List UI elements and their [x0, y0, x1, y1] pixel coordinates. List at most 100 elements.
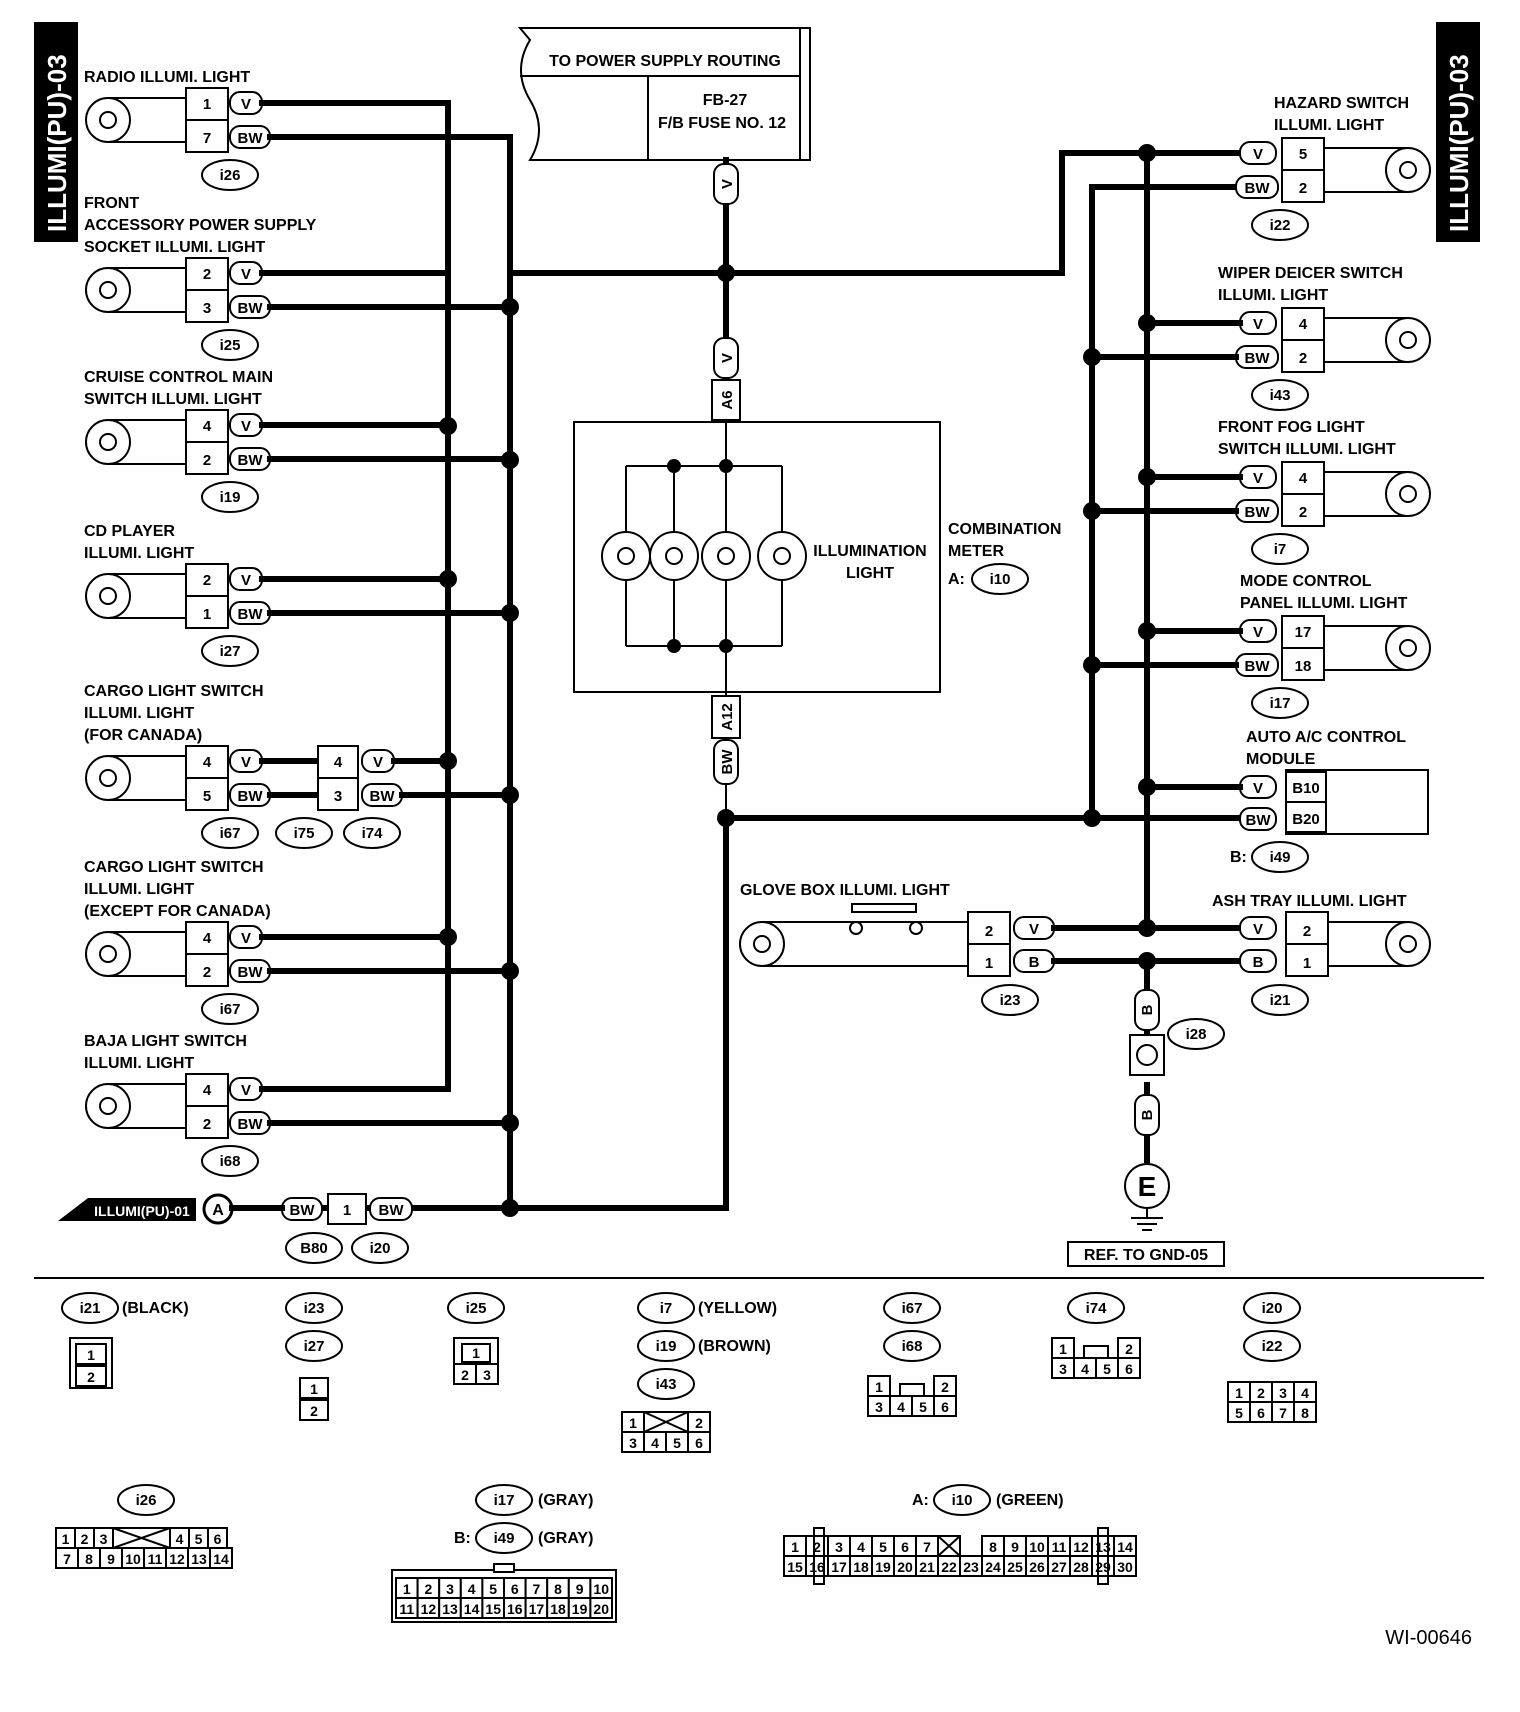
meter-bw-label: BW	[719, 749, 736, 775]
wire-v: V	[241, 572, 251, 589]
legend-pin: 7	[923, 1539, 931, 1555]
component-label: FRONT FOG LIGHT	[1218, 419, 1365, 436]
bottom-link-label: ILLUMI(PU)-01	[94, 1203, 190, 1219]
bottom-link-wire-bw2: BW	[379, 1202, 405, 1219]
pin-v: 1	[203, 96, 211, 113]
glove-box-pin-v: 2	[985, 923, 993, 940]
junction-dot	[501, 298, 519, 316]
legend-pin: 4	[468, 1581, 476, 1597]
pin-bw: 2	[1299, 180, 1307, 197]
meter-name-2: METER	[948, 543, 1004, 560]
component-label: SOCKET ILLUMI. LIGHT	[84, 239, 266, 256]
lamp-icon	[1385, 471, 1431, 517]
component-label: HAZARD SWITCH	[1274, 95, 1409, 112]
component-label: ILLUMI. LIGHT	[1274, 117, 1384, 134]
legend-pin: 6	[901, 1539, 909, 1555]
legend-pin: 22	[941, 1559, 957, 1575]
power-supply-title: TO POWER SUPPLY ROUTING	[549, 53, 781, 70]
inline-wire-v: V	[373, 754, 383, 771]
junction-dot	[1083, 502, 1101, 520]
legend-connector-id: i67	[902, 1300, 923, 1317]
legend-connector-id: i25	[466, 1300, 487, 1317]
legend-connector-id: i21	[80, 1300, 101, 1317]
legend-pin: 5	[195, 1531, 203, 1547]
junction-dot	[1083, 348, 1101, 366]
bottom-link: ILLUMI(PU)-01 A BW 1 BW B80 i20	[58, 1193, 413, 1264]
ash-tray-connector: i21	[1270, 992, 1291, 1009]
left-components: RADIO ILLUMI. LIGHT17VBWi26FRONTACCESSOR…	[84, 69, 513, 1177]
ash-tray-pin-b: 1	[1303, 955, 1311, 972]
fuse-line-1: FB-27	[703, 92, 748, 109]
legend-pin: 7	[1279, 1405, 1287, 1421]
auto-ac-wire-bw: BW	[1246, 812, 1272, 829]
component-label: CRUISE CONTROL MAIN	[84, 369, 273, 386]
auto-ac-line-2: MODULE	[1246, 751, 1316, 768]
component-label: SWITCH ILLUMI. LIGHT	[1218, 441, 1396, 458]
junction-dot	[501, 962, 519, 980]
junction-dot	[1138, 314, 1156, 332]
left-side-tab-label: ILLUMI(PU)-03	[42, 54, 72, 232]
legend-connector-id: i68	[902, 1338, 923, 1355]
bottom-link-conn-b: i20	[370, 1240, 391, 1257]
pin-v: 17	[1295, 624, 1312, 641]
pin-bw: 7	[203, 130, 211, 147]
component-label: ILLUMI. LIGHT	[84, 1055, 194, 1072]
legend-pin: 1	[87, 1347, 95, 1363]
legend-pin: 6	[214, 1531, 222, 1547]
junction-dot	[501, 451, 519, 469]
junction-dot	[717, 264, 735, 282]
connector-id: i17	[1270, 695, 1291, 712]
legend-pin: 7	[533, 1581, 541, 1597]
component-label: ILLUMI. LIGHT	[1218, 287, 1328, 304]
junction-dot	[1083, 656, 1101, 674]
legend-pin: 16	[809, 1559, 825, 1575]
legend-pin: 6	[1125, 1361, 1133, 1377]
glove-box-label: GLOVE BOX ILLUMI. LIGHT	[740, 882, 950, 899]
connector-id: i25	[220, 337, 241, 354]
legend-pin: 1	[1235, 1385, 1243, 1401]
component-label: RADIO ILLUMI. LIGHT	[84, 69, 250, 86]
auto-ac-wire-v: V	[1253, 780, 1263, 797]
bottom-link-conn-a: B80	[300, 1240, 328, 1257]
legend-connector-id: i27	[304, 1338, 325, 1355]
power-supply-box: TO POWER SUPPLY ROUTING FB-27 F/B FUSE N…	[517, 27, 811, 161]
legend-pin: 10	[125, 1551, 141, 1567]
legend-pin: 19	[572, 1601, 588, 1617]
right-side-tab-label: ILLUMI(PU)-03	[1444, 54, 1474, 232]
legend-pin: 5	[1103, 1361, 1111, 1377]
wire-bw: BW	[238, 788, 264, 805]
legend-connector-id: i19	[656, 1338, 677, 1355]
right-side-tab: ILLUMI(PU)-03	[1436, 22, 1480, 242]
pin-bw: 18	[1295, 658, 1312, 675]
legend-pin: 1	[1059, 1341, 1067, 1357]
legend-pin: 4	[897, 1399, 905, 1415]
figure-id: WI-00646	[1385, 1627, 1472, 1649]
inline-wire-bw: BW	[370, 788, 396, 805]
lamp-icon	[1385, 625, 1431, 671]
legend-pin: 8	[85, 1551, 93, 1567]
illumination-lamp-2	[649, 531, 699, 581]
legend-pin: 15	[485, 1601, 501, 1617]
wire-bw: BW	[238, 1116, 264, 1133]
legend-label: (BLACK)	[122, 1300, 189, 1317]
legend-pin: 21	[919, 1559, 935, 1575]
junction-dot	[501, 1199, 519, 1217]
legend-pin: 2	[310, 1403, 318, 1419]
connector-id: i27	[220, 643, 241, 660]
inline-conn-a: i75	[294, 825, 315, 842]
wire-v: V	[1253, 470, 1263, 487]
junction-dot	[501, 1114, 519, 1132]
legend-pin: 5	[489, 1581, 497, 1597]
legend-pin: 16	[507, 1601, 523, 1617]
left-side-tab: ILLUMI(PU)-03	[34, 22, 78, 242]
legend-pin: 2	[813, 1539, 821, 1555]
pin-bw: 2	[203, 1116, 211, 1133]
legend-pin: 28	[1073, 1559, 1089, 1575]
